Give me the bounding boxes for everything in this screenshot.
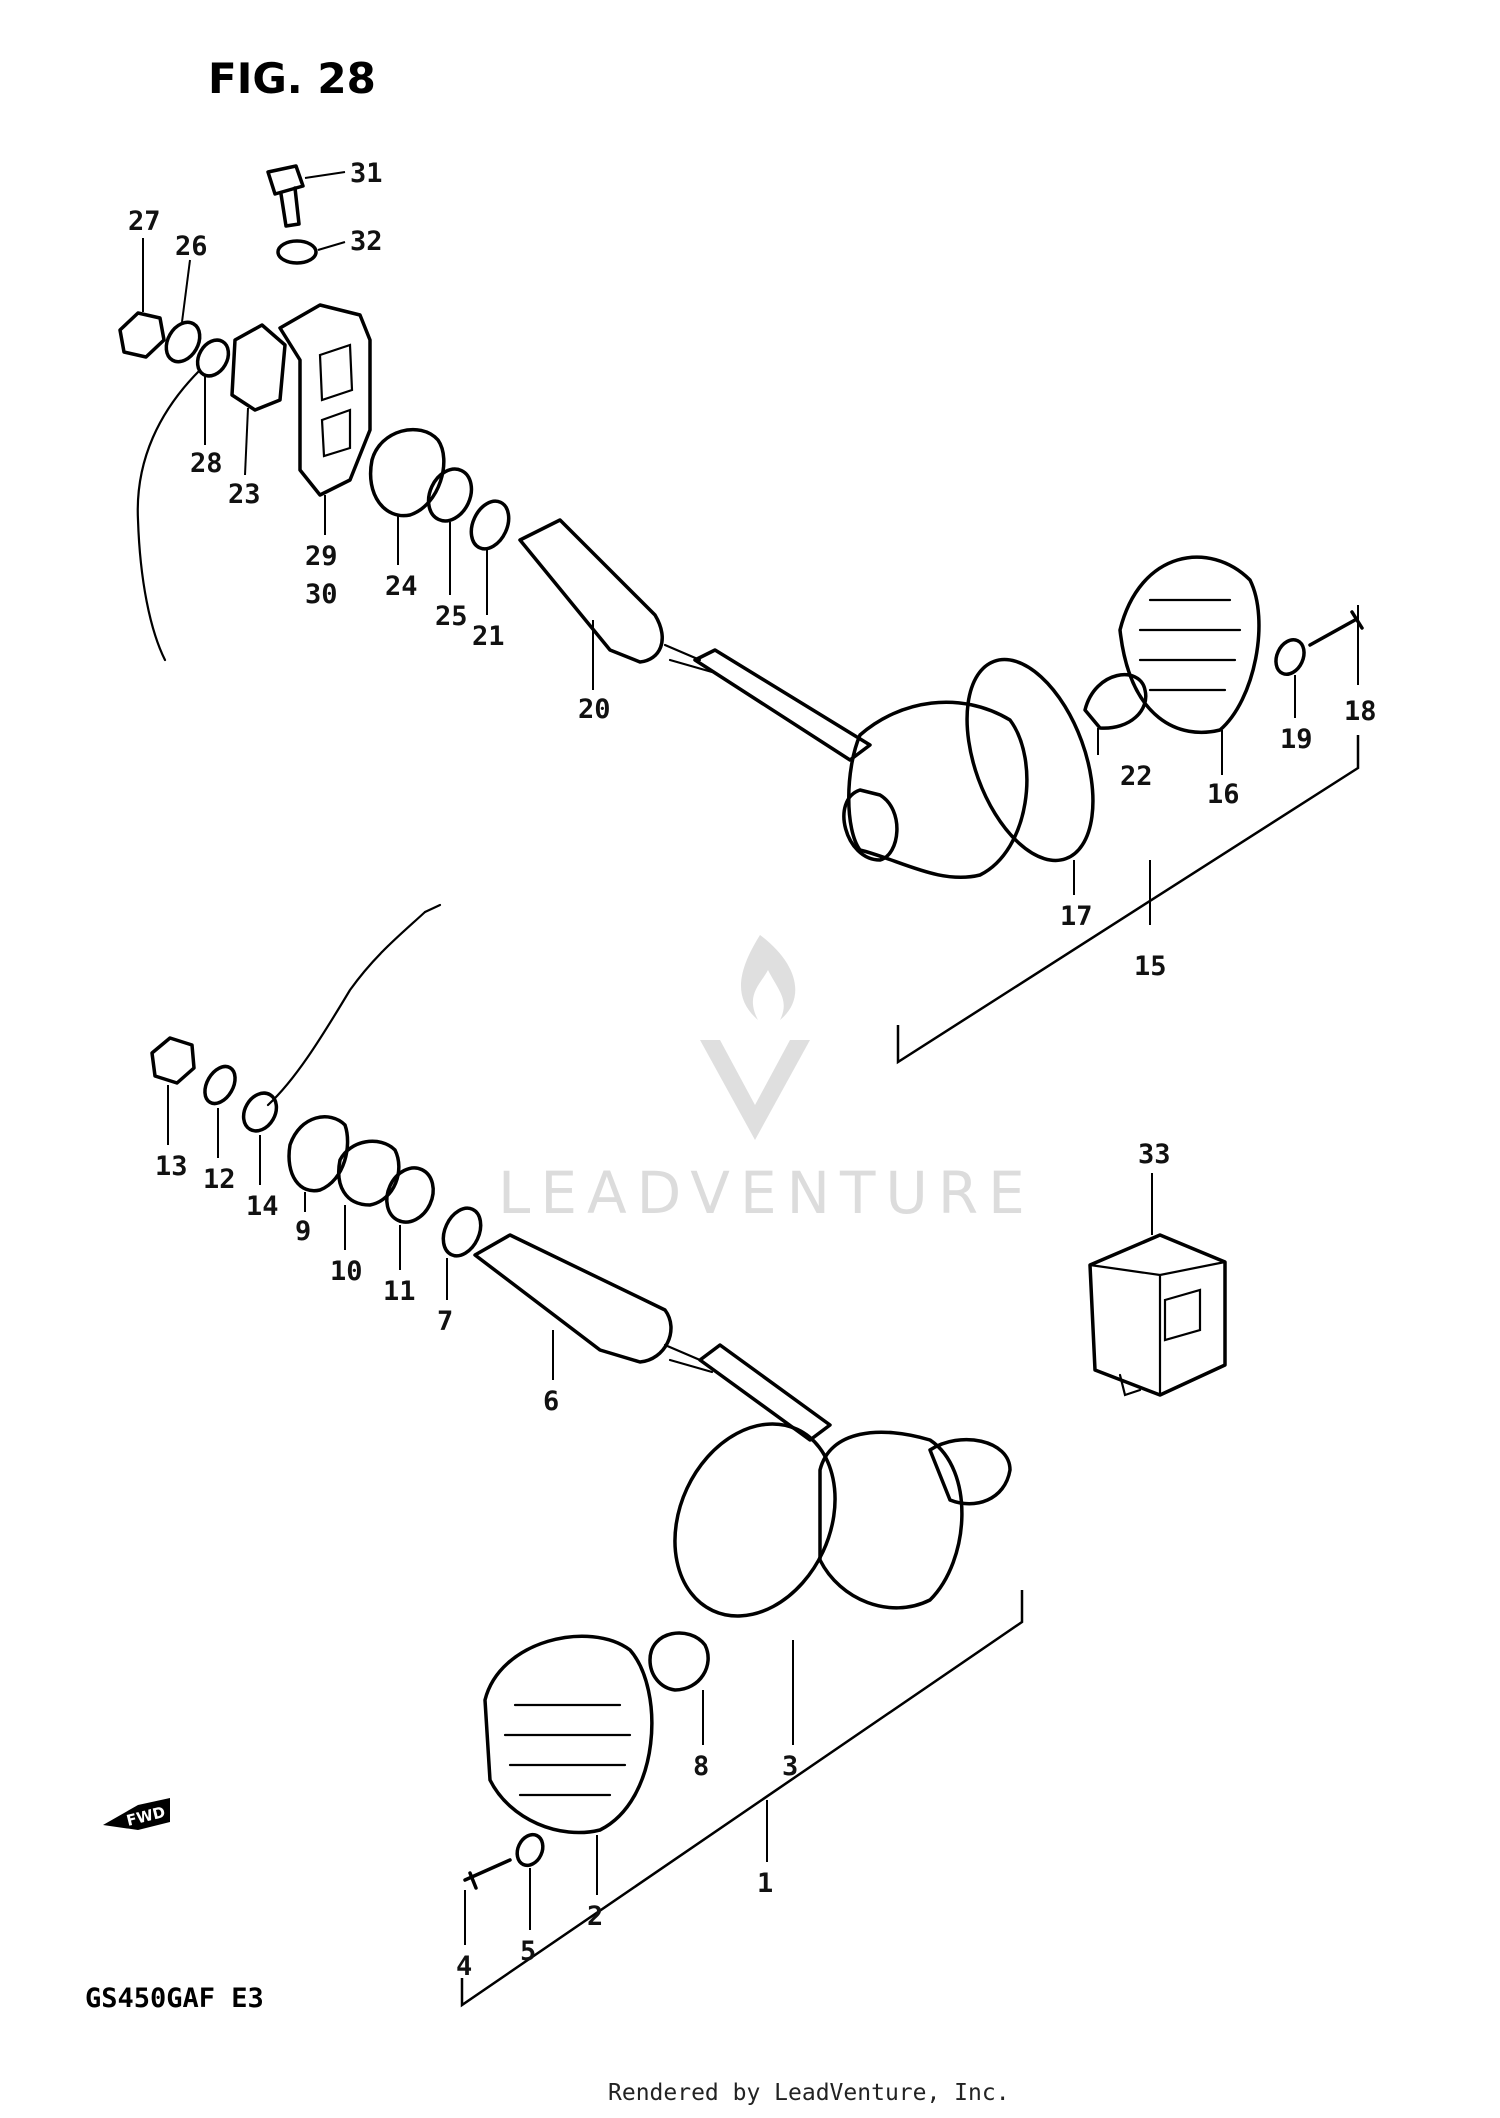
grommet-24 — [368, 428, 446, 518]
callout-28: 28 — [190, 448, 223, 479]
lens-2 — [483, 1634, 654, 1835]
assembly-bracket-15 — [896, 735, 1360, 1065]
housing-lower — [818, 1430, 964, 1610]
spacer-23 — [230, 323, 287, 412]
callout-21: 21 — [472, 621, 505, 652]
screw-18 — [1308, 610, 1364, 647]
callout-14: 14 — [246, 1191, 279, 1222]
callout-24: 24 — [385, 571, 418, 602]
callout-8: 8 — [693, 1751, 709, 1782]
flame-icon — [740, 935, 796, 1020]
upper-turn-signal-assembly — [118, 164, 1364, 880]
callout-25: 25 — [435, 601, 468, 632]
bracket-29-30 — [278, 303, 372, 497]
washer-11 — [385, 1166, 435, 1224]
callout-27: 27 — [128, 206, 161, 237]
callout-32: 32 — [350, 226, 383, 257]
v-logo-icon — [700, 1040, 810, 1140]
arrow-icon — [103, 1798, 170, 1830]
housing-nozzle-upper — [842, 788, 899, 862]
washer-5 — [515, 1832, 545, 1868]
stem-20 — [518, 518, 664, 664]
callout-31: 31 — [350, 158, 383, 189]
callout-20: 20 — [578, 694, 611, 725]
lock-washer-12 — [203, 1064, 237, 1106]
bulb-22 — [1083, 673, 1148, 730]
callout-30: 30 — [305, 579, 338, 610]
stem-6 — [473, 1233, 673, 1364]
footer-credit: Rendered by LeadVenture, Inc. — [608, 2080, 1010, 2106]
callout-labels: 31 32 27 26 28 23 29 30 24 25 21 20 22 1… — [128, 158, 1377, 1982]
callout-18: 18 — [1344, 696, 1377, 727]
nut-13 — [150, 1036, 196, 1085]
callout-12: 12 — [203, 1164, 236, 1195]
housing-upper — [847, 700, 1029, 880]
relay-33 — [1088, 1233, 1227, 1397]
lead-wire-lower — [266, 910, 427, 1107]
leader-lines — [142, 171, 1359, 1945]
watermark-text: LEADVENTURE — [498, 1159, 1035, 1227]
callout-3: 3 — [782, 1751, 798, 1782]
screw-4 — [463, 1858, 512, 1890]
terminal-14 — [241, 1091, 279, 1133]
lower-turn-signal-assembly — [150, 903, 1012, 1890]
lock-washer-26 — [164, 320, 202, 364]
terminal-28 — [195, 338, 231, 378]
callout-6: 6 — [543, 1386, 559, 1417]
stem-thread-20 — [663, 643, 714, 674]
callout-7: 7 — [437, 1306, 453, 1337]
callout-16: 16 — [1207, 779, 1240, 810]
callout-33: 33 — [1138, 1139, 1171, 1170]
callout-11: 11 — [383, 1276, 416, 1307]
callout-19: 19 — [1280, 724, 1313, 755]
callout-1: 1 — [757, 1868, 773, 1899]
assembly-bracket-1 — [460, 1590, 1024, 2008]
nut-27 — [118, 311, 166, 359]
callout-15: 15 — [1134, 951, 1167, 982]
ground-wire-upper — [136, 368, 202, 662]
callout-10: 10 — [330, 1256, 363, 1287]
callout-2: 2 — [587, 1901, 603, 1932]
housing-nozzle-lower — [928, 1437, 1012, 1506]
callout-5: 5 — [520, 1936, 536, 1967]
callout-17: 17 — [1060, 901, 1093, 932]
nut-10 — [337, 1139, 401, 1207]
gasket-3 — [673, 1422, 837, 1618]
washer-32 — [276, 239, 318, 265]
washer-25 — [426, 467, 474, 523]
lens-16 — [1118, 555, 1261, 735]
bolt-31 — [266, 164, 305, 228]
gasket-17 — [965, 657, 1095, 863]
callout-4: 4 — [456, 1951, 472, 1982]
lead-wire-end — [423, 903, 442, 914]
lock-washer-21 — [469, 499, 511, 551]
lens-ribs-16 — [1138, 598, 1242, 692]
plate-9 — [287, 1115, 350, 1193]
model-code: GS450GAF E3 — [85, 1983, 264, 2014]
callout-13: 13 — [155, 1151, 188, 1182]
lens-ribs-2 — [503, 1703, 632, 1797]
bracket-slot-lower — [320, 408, 352, 458]
callout-22: 22 — [1120, 761, 1153, 792]
figure-title: FIG. 28 — [208, 54, 376, 103]
callout-26: 26 — [175, 231, 208, 262]
stem-rod-20 — [693, 648, 872, 762]
lock-washer-7 — [441, 1206, 483, 1258]
callout-23: 23 — [228, 479, 261, 510]
bulb-8 — [648, 1631, 710, 1692]
bracket-slot-upper — [318, 343, 354, 402]
callout-9: 9 — [295, 1216, 311, 1247]
fwd-arrow: FWD — [103, 1798, 170, 1830]
stem-thread-6 — [663, 1343, 714, 1374]
callout-29: 29 — [305, 541, 338, 572]
leadventure-watermark: LEADVENTURE — [498, 935, 1035, 1227]
washer-19 — [1274, 638, 1306, 676]
stem-rod-6 — [698, 1343, 832, 1442]
